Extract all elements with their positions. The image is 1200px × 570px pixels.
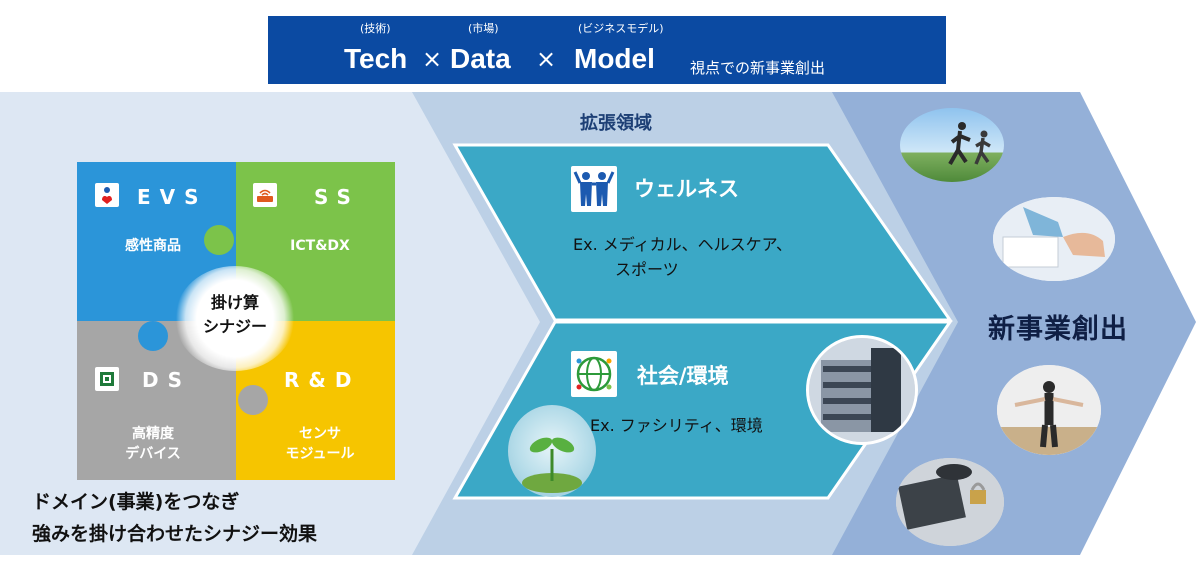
synergy-description-line1: ドメイン(事業)をつなぎ	[32, 491, 240, 513]
rd-sub-line1: センサ	[299, 426, 341, 442]
wellness-examples: Ex. メディカル、ヘルスケア、 スポーツ	[573, 232, 792, 282]
wellness-ex-line2: スポーツ	[615, 260, 679, 279]
wellness-title: ウェルネス	[634, 177, 739, 201]
expansion-title: 拡張領域	[580, 113, 652, 134]
header-subtitle: 視点での新事業創出	[690, 59, 826, 77]
ds-sub-line1: 高精度	[132, 426, 174, 442]
rd-title: R&D	[284, 368, 361, 392]
synergy-description-line2: 強みを掛け合わせたシナジー効果	[32, 523, 318, 545]
medical-photo	[993, 197, 1115, 281]
header-banner: (技術) (市場) (ビジネスモデル) Tech × Data × Model …	[268, 16, 946, 84]
ruby-tech: (技術)	[360, 22, 391, 35]
runners-photo	[900, 108, 1004, 182]
society-title: 社会/環境	[637, 364, 729, 388]
router-icon	[253, 183, 277, 207]
evs-icon	[95, 183, 119, 207]
model-label: Model	[574, 43, 655, 74]
sprout-photo	[508, 405, 596, 497]
synergy-description: ドメイン(事業)をつなぎ 強みを掛け合わせたシナジー効果	[32, 486, 317, 550]
evs-knob-bottom	[138, 321, 168, 351]
society-examples: Ex. ファシリティ、環境	[590, 413, 763, 438]
rd-sub-line2: モジュール	[285, 446, 355, 462]
times-sign-1: ×	[422, 45, 443, 73]
laptop-photo	[896, 458, 1004, 546]
ss-knob-bottom	[300, 290, 330, 320]
synergy-label: 掛け算 シナジー	[182, 291, 288, 339]
new-business-chevron	[832, 92, 1196, 555]
data-label: Data	[450, 43, 511, 74]
yoga-photo	[997, 365, 1101, 455]
ruby-model: (ビジネスモデル)	[578, 22, 664, 35]
society-ex-line1: Ex. ファシリティ、環境	[590, 416, 763, 435]
globe-icon	[571, 351, 617, 397]
building-photo	[806, 335, 918, 445]
new-business-title: 新事業創出	[988, 314, 1128, 345]
people-icon	[571, 166, 617, 212]
ds-knob	[238, 385, 268, 415]
synergy-line2: シナジー	[202, 317, 267, 336]
evs-title: EVS	[137, 185, 208, 209]
ds-sub-line2: デバイス	[125, 446, 181, 462]
times-sign-2: ×	[536, 45, 557, 73]
evs-sub: 感性商品	[125, 238, 181, 254]
ss-title: SS	[314, 185, 360, 209]
tech-label: Tech	[344, 43, 408, 74]
ss-knob	[204, 225, 234, 255]
ds-sub: 高精度 デバイス	[78, 424, 228, 464]
chip-icon	[95, 367, 119, 391]
ss-sub: ICT&DX	[290, 238, 350, 254]
synergy-line1: 掛け算	[210, 293, 259, 312]
ds-title: DS	[142, 368, 192, 392]
wellness-ex-line1: Ex. メディカル、ヘルスケア、	[573, 235, 793, 254]
ruby-data: (市場)	[468, 22, 499, 35]
synergy-glow	[175, 266, 295, 371]
rd-sub: センサ モジュール	[245, 424, 395, 464]
